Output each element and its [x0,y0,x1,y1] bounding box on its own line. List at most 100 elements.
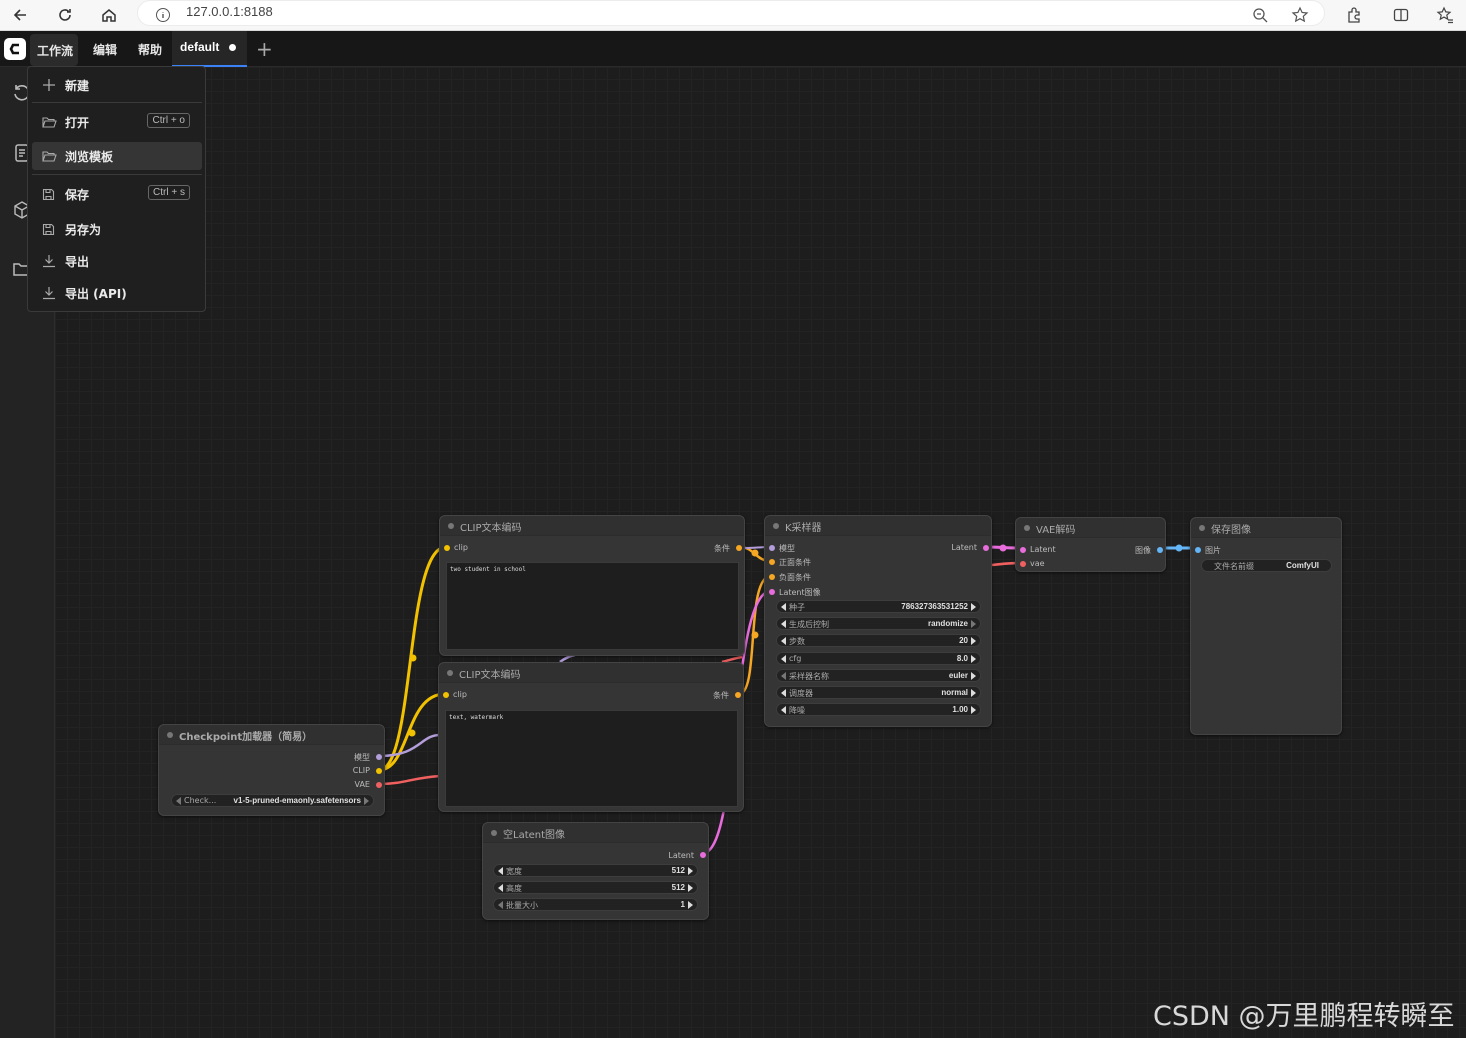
menu-workflow[interactable]: 工作流 [30,34,78,66]
reload-icon[interactable] [53,3,77,27]
home-icon[interactable] [97,3,121,27]
output-image-slot[interactable] [1157,547,1163,553]
node-vae-decode[interactable]: VAE解码 Latent vae 图像 [1015,517,1166,572]
menu-item-save[interactable]: 保存 Ctrl + s [32,180,202,208]
menu-item-export-api[interactable]: 导出 (API) [32,279,202,307]
node-header[interactable]: Checkpoint加载器（简易） [159,725,384,745]
menu-help[interactable]: 帮助 [138,43,163,57]
right-arrow-icon[interactable] [971,620,976,628]
menu-item-browse-templates[interactable]: 浏览模板 [32,142,202,170]
left-arrow-icon[interactable] [781,637,786,645]
info-icon[interactable] [151,3,175,27]
favorites-icon[interactable] [1433,3,1457,27]
input-latent-slot[interactable] [769,589,775,595]
address-bar[interactable] [137,0,1325,26]
right-arrow-icon[interactable] [971,655,976,663]
menu-item-save-as[interactable]: 另存为 [32,215,202,243]
zoom-icon[interactable] [1248,3,1272,27]
menu-edit[interactable]: 编辑 [93,43,118,57]
node-header[interactable]: VAE解码 [1016,518,1165,538]
input-clip-slot[interactable] [443,692,449,698]
save-icon [42,187,58,201]
right-arrow-icon[interactable] [971,706,976,714]
output-clip-slot[interactable] [376,768,382,774]
right-arrow-icon[interactable] [971,689,976,697]
left-arrow-icon[interactable] [781,603,786,611]
left-arrow-icon[interactable] [781,672,786,680]
filename-prefix-widget[interactable]: 文件名前缀 ComfyUI [1201,559,1332,572]
node-header[interactable]: 保存图像 [1191,518,1341,538]
ckpt-name-widget[interactable]: Check... v1-5-pruned-emaonly.safetensors [171,794,374,807]
input-model-slot[interactable] [769,545,775,551]
collapse-dot-icon[interactable] [167,732,173,738]
right-arrow-icon[interactable] [688,901,693,909]
output-latent-slot[interactable] [700,852,706,858]
node-clip-text-positive[interactable]: CLIP文本编码 clip 条件 two student in school [439,515,745,656]
output-cond-slot[interactable] [736,545,742,551]
back-icon[interactable] [8,3,32,27]
node-header[interactable]: CLIP文本编码 [439,663,743,683]
output-cond-slot[interactable] [735,692,741,698]
node-header[interactable]: 空Latent图像 [483,823,708,843]
input-positive-slot[interactable] [769,559,775,565]
collapse-dot-icon[interactable] [1199,525,1205,531]
menu-item-open[interactable]: 打开 Ctrl + o [32,108,202,136]
output-latent-slot[interactable] [983,545,989,551]
left-arrow-icon[interactable] [498,867,503,875]
left-arrow-icon[interactable] [176,797,181,805]
input-clip-slot[interactable] [444,545,450,551]
left-arrow-icon[interactable] [781,620,786,628]
node-header[interactable]: CLIP文本编码 [440,516,744,536]
output-model-slot[interactable] [376,754,382,760]
right-arrow-icon[interactable] [688,884,693,892]
collapse-dot-icon[interactable] [1024,525,1030,531]
node-header[interactable]: K采样器 [765,516,991,536]
star-icon[interactable] [1288,3,1312,27]
left-arrow-icon[interactable] [781,689,786,697]
input-negative-slot[interactable] [769,574,775,580]
split-icon[interactable] [1389,3,1413,27]
comfy-logo-icon[interactable] [4,38,26,60]
right-arrow-icon[interactable] [688,867,693,875]
widget-label: 降噪 [789,706,805,715]
collapse-dot-icon[interactable] [448,523,454,529]
url-text[interactable]: 127.0.0.1:8188 [186,4,273,19]
collapse-dot-icon[interactable] [491,830,497,836]
prompt-textarea[interactable]: text, watermark [445,710,738,807]
right-arrow-icon[interactable] [971,672,976,680]
add-tab-icon[interactable]: + [256,37,273,61]
menu-item-export[interactable]: 导出 [32,247,202,275]
tab-default[interactable]: default [172,31,247,67]
right-arrow-icon[interactable] [971,603,976,611]
collapse-dot-icon[interactable] [447,670,453,676]
prompt-textarea[interactable]: two student in school [446,562,739,650]
left-arrow-icon[interactable] [498,884,503,892]
collapse-dot-icon[interactable] [773,523,779,529]
node-save-image[interactable]: 保存图像 图片 文件名前缀 ComfyUI [1190,517,1342,735]
right-arrow-icon[interactable] [971,637,976,645]
output-vae-slot[interactable] [376,782,382,788]
menu-item-new[interactable]: 新建 [32,71,202,99]
extensions-icon[interactable] [1342,3,1366,27]
left-arrow-icon[interactable] [781,706,786,714]
input-vae-slot[interactable] [1020,561,1026,567]
input-latent-slot[interactable] [1020,547,1026,553]
left-arrow-icon[interactable] [781,655,786,663]
node-checkpoint-loader[interactable]: Checkpoint加载器（简易） 模型 CLIP VAE Check... v… [158,724,385,816]
left-arrow-icon[interactable] [498,901,503,909]
input-image-slot[interactable] [1195,547,1201,553]
right-arrow-icon[interactable] [364,797,369,805]
node-clip-text-negative[interactable]: CLIP文本编码 clip 条件 text, watermark [438,662,744,812]
